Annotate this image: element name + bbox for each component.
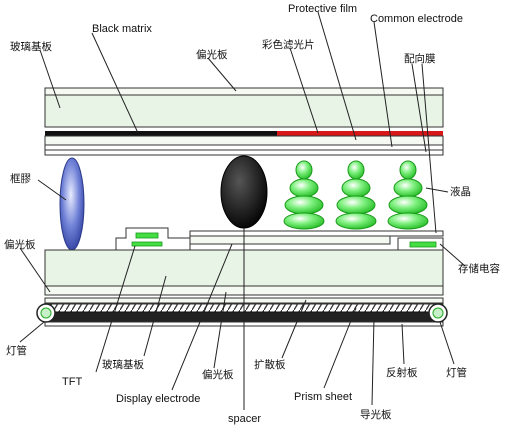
leader-lines [19, 11, 466, 410]
color-filter-strip [277, 131, 443, 136]
bottom-alignment-film [189, 230, 444, 237]
lamp-left-shape [36, 303, 56, 323]
label-lamp-left: 灯管 [6, 344, 27, 357]
tft-structure [115, 227, 191, 251]
label-polarizer-left: 偏光板 [4, 238, 36, 251]
spacer-ball [220, 155, 268, 229]
label-glass-substrate-top: 玻璃基板 [10, 40, 52, 53]
liquid-crystal-molecule-1 [283, 160, 325, 230]
display-electrode-layer [189, 235, 391, 245]
label-protective-film: Protective film [288, 3, 357, 15]
label-tft: TFT [62, 376, 82, 388]
label-display-electrode: Display electrode [116, 393, 200, 405]
label-prism-sheet: Prism sheet [294, 391, 352, 403]
label-polarizer-bottom: 偏光板 [202, 368, 234, 381]
label-glass-substrate-bottom: 玻璃基板 [102, 358, 144, 371]
tft-source [131, 241, 163, 247]
label-reflector: 反射板 [386, 366, 418, 379]
liquid-crystal-molecule-2 [335, 160, 377, 230]
label-alignment-film: 配向膜 [404, 52, 436, 65]
black-matrix-strip [45, 131, 277, 136]
label-common-electrode: Common electrode [370, 13, 463, 25]
lamp-right-shape [428, 303, 448, 323]
label-spacer: spacer [228, 413, 261, 425]
label-diffuser: 扩散板 [254, 358, 286, 371]
label-storage-capacitor: 存储电容 [458, 262, 500, 275]
protective-film [44, 135, 444, 146]
label-liquid-crystal: 液晶 [450, 185, 471, 198]
sealant-shape [59, 157, 85, 251]
common-electrode-layer [44, 144, 444, 151]
label-black-matrix: Black matrix [92, 23, 152, 35]
storage-capacitor-plate [409, 241, 437, 248]
liquid-crystal-molecule-3 [387, 160, 429, 230]
top-glass-substrate [44, 94, 444, 128]
label-polarizer-top: 偏光板 [196, 48, 228, 61]
label-color-filter: 彩色滤光片 [262, 38, 315, 51]
label-light-guide: 导光板 [360, 408, 392, 421]
tft-gate [135, 232, 159, 239]
top-alignment-film [44, 149, 444, 156]
label-lamp-right: 灯管 [446, 366, 467, 379]
label-sealant: 框膠 [10, 172, 31, 185]
